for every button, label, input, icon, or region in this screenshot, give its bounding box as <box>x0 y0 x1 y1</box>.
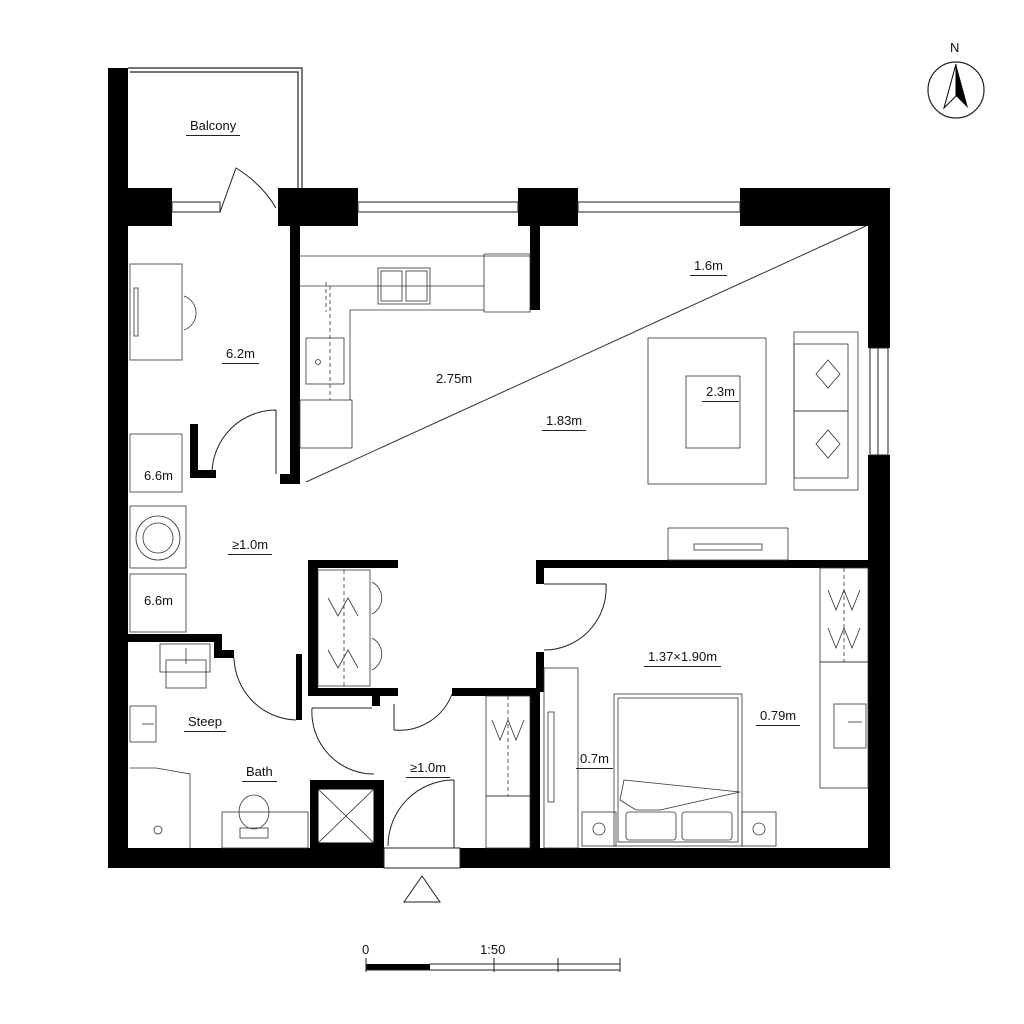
laundry <box>129 433 187 633</box>
dim-label-table: 2.3m <box>702 384 739 402</box>
dim-label-kitchen: 2.75m <box>436 371 473 386</box>
door-swings <box>211 167 607 848</box>
dim-label-study: 6.2m <box>222 346 259 364</box>
entrance-triangle-icon <box>403 875 441 903</box>
bathroom-fixtures <box>129 643 309 849</box>
windows <box>171 201 889 869</box>
dim-label-wardrobe-right: 0.79m <box>756 708 801 726</box>
living-furniture <box>647 331 859 561</box>
scale-bar-start: 0 <box>362 942 370 957</box>
room-label-bath: Bath <box>242 764 277 782</box>
room-label-steep: Steep <box>184 714 226 732</box>
shower-cross <box>317 788 375 844</box>
dim-label-laundry-upper: 6.6m <box>144 468 173 483</box>
scale-bar-ratio: 1:50 <box>480 942 506 957</box>
dim-label-laundry-lower: 6.6m <box>144 593 173 608</box>
dim-label-wardrobe-left: 0.7m <box>576 751 613 769</box>
scale-bar-graphic <box>365 958 621 972</box>
island-and-stools <box>317 569 383 687</box>
kitchen <box>299 253 531 449</box>
study-furniture <box>129 263 197 361</box>
bedroom-furniture <box>543 567 869 849</box>
dim-label-living-top: 1.6m <box>690 258 727 276</box>
exterior-walls <box>108 68 890 868</box>
balcony <box>128 67 303 188</box>
dimension-diagonal <box>305 225 867 483</box>
dim-label-bed: 1.37×1.90m <box>644 649 722 667</box>
room-label-balcony: Balcony <box>186 118 241 136</box>
north-arrow-icon <box>927 61 985 119</box>
hall-closet <box>485 695 531 849</box>
dim-label-hall: ≥1.0m <box>228 537 273 555</box>
dim-label-entry: ≥1.0m <box>406 760 451 778</box>
north-label: N <box>950 40 960 55</box>
dim-label-living-mid: 1.83m <box>542 413 587 431</box>
